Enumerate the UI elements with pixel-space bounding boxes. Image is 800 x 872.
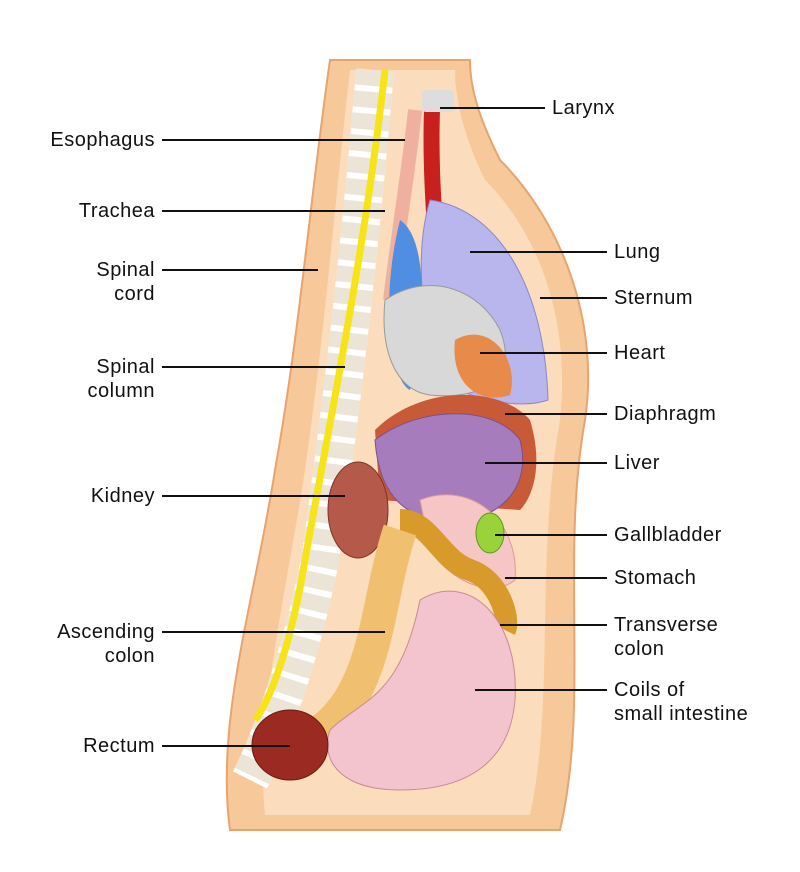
label-line: Spinal xyxy=(96,356,155,378)
colon-shape xyxy=(398,509,518,635)
label-liver: Liver xyxy=(614,452,660,474)
label-line: Spinal xyxy=(96,259,155,281)
label-line: Transverse xyxy=(614,614,719,636)
label-larynx: Larynx xyxy=(552,97,616,119)
leader-lines xyxy=(162,107,607,747)
small-intestine-shape xyxy=(327,590,516,791)
liver-shape xyxy=(374,413,524,522)
label-gallbladder: Gallbladder xyxy=(614,524,722,546)
label-kidney: Kidney xyxy=(90,485,155,507)
label-sternum: Sternum xyxy=(614,287,694,309)
label-line: Ascending xyxy=(57,621,155,643)
label-line: cord xyxy=(114,283,155,305)
label-diaphragm: Diaphragm xyxy=(614,403,717,425)
label-line: column xyxy=(87,380,155,402)
label-trachea: Trachea xyxy=(78,200,155,222)
gallbladder-shape xyxy=(475,512,505,554)
label-line: small intestine xyxy=(614,703,749,725)
label-esophagus: Esophagus xyxy=(50,129,155,151)
label-stomach: Stomach xyxy=(614,567,697,589)
label-line: colon xyxy=(614,638,665,660)
label-lung: Lung xyxy=(614,241,661,263)
spinal-cord-shape xyxy=(252,69,389,723)
label-line: colon xyxy=(104,645,155,667)
label-line: Coils of xyxy=(614,679,685,701)
kidney-shape xyxy=(327,461,389,559)
label-heart: Heart xyxy=(614,342,666,364)
label-rectum: Rectum xyxy=(83,735,155,757)
larynx-shape xyxy=(422,90,454,112)
